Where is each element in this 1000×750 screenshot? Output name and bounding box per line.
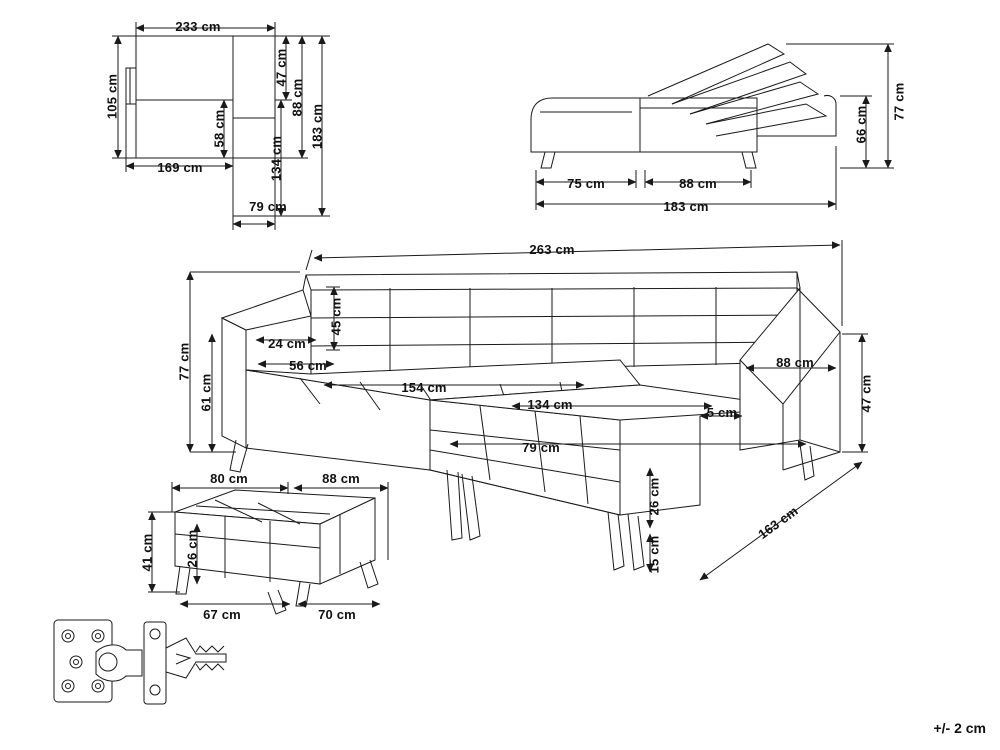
hardware-detail-geometry [53, 619, 227, 705]
dim-label-top-88: 88 cm [289, 78, 305, 117]
dim-label-top-134: 134 cm [268, 135, 284, 182]
dim-label-side-75: 75 cm [567, 176, 605, 191]
dim-label-top-58: 58 cm [211, 109, 227, 148]
dim-label-top-233: 233 cm [175, 19, 221, 34]
dim-label-main-24: 24 cm [268, 336, 306, 351]
dim-label-main-263: 263 cm [529, 242, 575, 257]
dim-label-main-88: 88 cm [776, 355, 814, 370]
dim-label-ottoman-70: 70 cm [318, 607, 356, 622]
dim-label-main-47: 47 cm [858, 374, 874, 413]
dim-label-main-26: 26 cm [646, 477, 662, 516]
top-view-dimensions [112, 22, 330, 230]
dim-label-side-183: 183 cm [663, 199, 709, 214]
main-view-dimensions [186, 240, 868, 581]
dim-label-top-183: 183 cm [309, 103, 325, 150]
side-view-geometry [530, 43, 837, 169]
side-view-dimensions [535, 43, 894, 210]
dim-label-side-88: 88 cm [679, 176, 717, 191]
dim-label-side-66: 66 cm [853, 105, 869, 144]
dim-label-ottoman-88: 88 cm [322, 471, 360, 486]
ottoman-view-dimensions [148, 482, 389, 608]
ottoman-view-geometry [174, 489, 379, 615]
dim-label-top-169: 169 cm [157, 160, 203, 175]
dim-label-ottoman-67: 67 cm [203, 607, 241, 622]
dim-label-side-77: 77 cm [891, 82, 907, 121]
dim-label-main-79: 79 cm [522, 440, 560, 455]
dim-label-ottoman-41: 41 cm [139, 533, 155, 572]
dim-label-main-154: 154 cm [401, 380, 447, 395]
tolerance-note: +/- 2 cm [933, 720, 986, 736]
dim-label-top-105: 105 cm [104, 73, 120, 120]
dim-label-top-79: 79 cm [249, 199, 287, 214]
dim-label-top-47: 47 cm [273, 48, 289, 87]
dim-label-main-77: 77 cm [176, 342, 192, 381]
dim-label-ottoman-26: 26 cm [184, 529, 200, 568]
dim-label-main-45: 45 cm [328, 297, 344, 336]
dim-label-main-134: 134 cm [527, 397, 573, 412]
dim-label-main-5: 5 cm [706, 405, 738, 420]
dim-label-ottoman-80: 80 cm [210, 471, 248, 486]
dim-label-main-15: 15 cm [646, 535, 662, 574]
dim-label-main-56: 56 cm [289, 358, 327, 373]
dim-label-main-61: 61 cm [198, 373, 214, 412]
top-view-geometry [125, 35, 276, 217]
